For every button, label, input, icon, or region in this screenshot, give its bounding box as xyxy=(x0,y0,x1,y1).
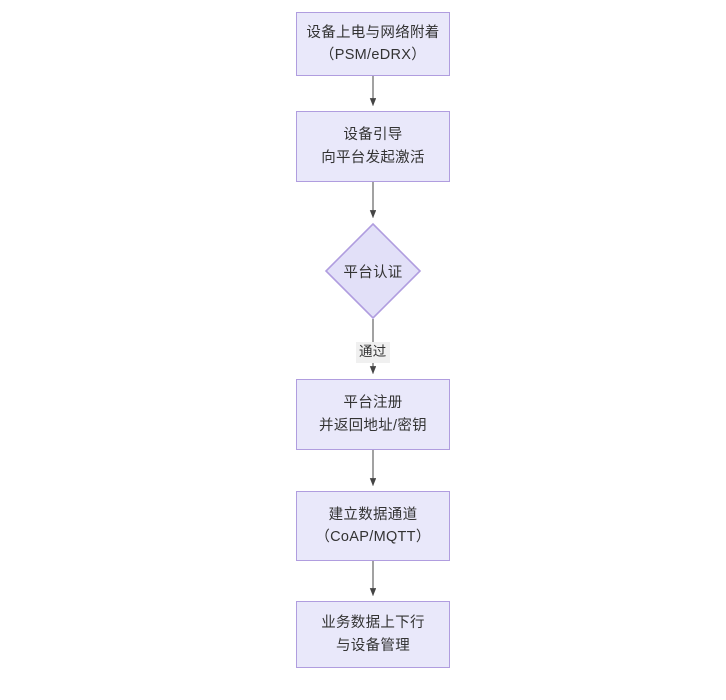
node-device-power-on[interactable]: 设备上电与网络附着 （PSM/eDRX） xyxy=(296,12,450,76)
node-platform-registration[interactable]: 平台注册 并返回地址/密钥 xyxy=(296,379,450,450)
node-line: 业务数据上下行 xyxy=(321,615,425,632)
node-line: 建立数据通道 xyxy=(328,506,418,523)
node-establish-data-channel[interactable]: 建立数据通道 （CoAP/MQTT） xyxy=(296,491,450,561)
node-line: 设备上电与网络附着 xyxy=(306,24,440,41)
node-line: 并返回地址/密钥 xyxy=(319,417,427,434)
node-line: 与设备管理 xyxy=(336,637,410,654)
node-line: 平台注册 xyxy=(343,395,403,412)
node-device-bootstrap[interactable]: 设备引导 向平台发起激活 xyxy=(296,111,450,182)
node-platform-authentication[interactable]: 平台认证 xyxy=(324,222,422,320)
node-line: （PSM/eDRX） xyxy=(319,47,427,63)
node-line: 设备引导 xyxy=(343,127,403,144)
node-line: （CoAP/MQTT） xyxy=(315,529,431,545)
diamond-shape xyxy=(324,222,422,320)
node-business-data-and-device-management[interactable]: 业务数据上下行 与设备管理 xyxy=(296,601,450,668)
node-line: 向平台发起激活 xyxy=(321,149,425,166)
node-line: 平台认证 xyxy=(343,264,403,281)
edge-label-pass: 通过 xyxy=(356,342,390,363)
